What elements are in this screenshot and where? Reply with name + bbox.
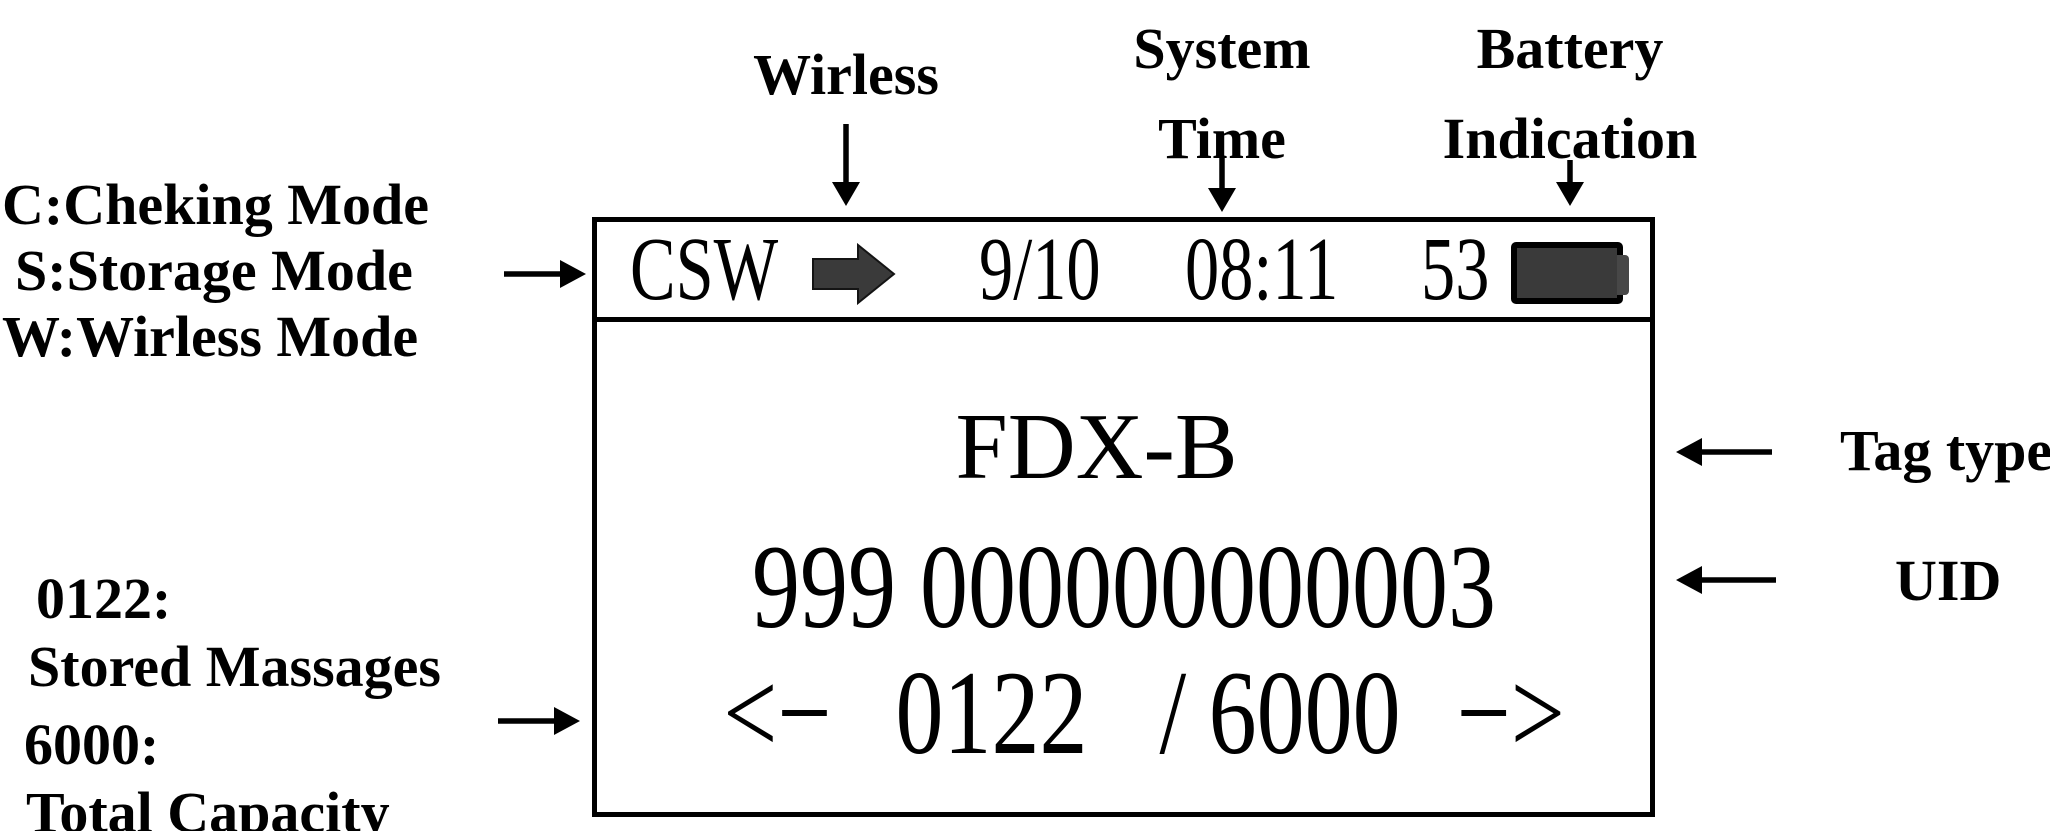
battery-indication-label: Battery Indication [1420, 4, 1720, 184]
total-capacity-value-label: 6000: [24, 712, 160, 777]
message-counter-row: <−0122/6000−> [597, 653, 1650, 773]
total-capacity-count: 6000 [1209, 646, 1402, 779]
device-lcd-display: CSW 9/10 08:11 53 FDX-B 999 000000000003… [592, 217, 1655, 817]
wireless-status-icon [812, 243, 896, 305]
wireless-label: Wirless [753, 42, 939, 107]
system-time-pointer-down-arrow-icon [1208, 156, 1236, 212]
battery-nub [1617, 255, 1629, 295]
battery-percent: 53 [1421, 220, 1490, 319]
stored-messages-label: Stored Massages [28, 634, 441, 699]
mode-legend-checking: C:Cheking Mode [2, 172, 429, 237]
battery-icon [1511, 242, 1629, 304]
message-counter: <−0122/6000−> [724, 653, 1566, 773]
uid-value: 999 000000000003 [751, 520, 1496, 653]
tag-type-value: FDX-B [955, 395, 1238, 499]
mode-legend-wireless: W:Wirless Mode [2, 304, 419, 369]
uid-row: 999 000000000003 [597, 527, 1650, 647]
battery-pointer-down-arrow-icon [1556, 160, 1584, 206]
system-time-label: System Time [1110, 4, 1334, 184]
next-record-arrow-icon: −> [1457, 646, 1566, 779]
mode-legend-pointer-right-arrow-icon [504, 260, 586, 288]
tag-type-row: FDX-B [597, 400, 1650, 494]
mode-indicator: CSW [630, 220, 779, 319]
tag-type-label: Tag type [1840, 418, 2050, 483]
counter-legend-pointer-right-arrow-icon [498, 707, 580, 735]
system-time-label-line1: System [1133, 16, 1311, 81]
wireless-pointer-down-arrow-icon [832, 124, 860, 206]
stored-count-value-label: 0122: [36, 566, 172, 631]
battery-indication-label-line1: Battery [1476, 16, 1664, 81]
prev-record-arrow-icon: <− [723, 646, 832, 779]
status-bar: CSW 9/10 08:11 53 [597, 222, 1650, 322]
mode-legend-storage: S:Storage Mode [15, 238, 413, 303]
total-capacity-label: Total Capacity [26, 780, 390, 831]
tag-type-pointer-left-arrow-icon [1676, 438, 1772, 466]
system-time: 08:11 [1185, 220, 1339, 319]
mode-legend: C:Cheking Mode S:Storage Mode W:Wirless … [2, 172, 429, 370]
stored-messages-count: 0122 [895, 646, 1088, 779]
uid-pointer-left-arrow-icon [1676, 566, 1776, 594]
system-date: 9/10 [979, 220, 1101, 319]
uid-label: UID [1895, 548, 2002, 613]
counter-separator: / [1159, 646, 1187, 779]
